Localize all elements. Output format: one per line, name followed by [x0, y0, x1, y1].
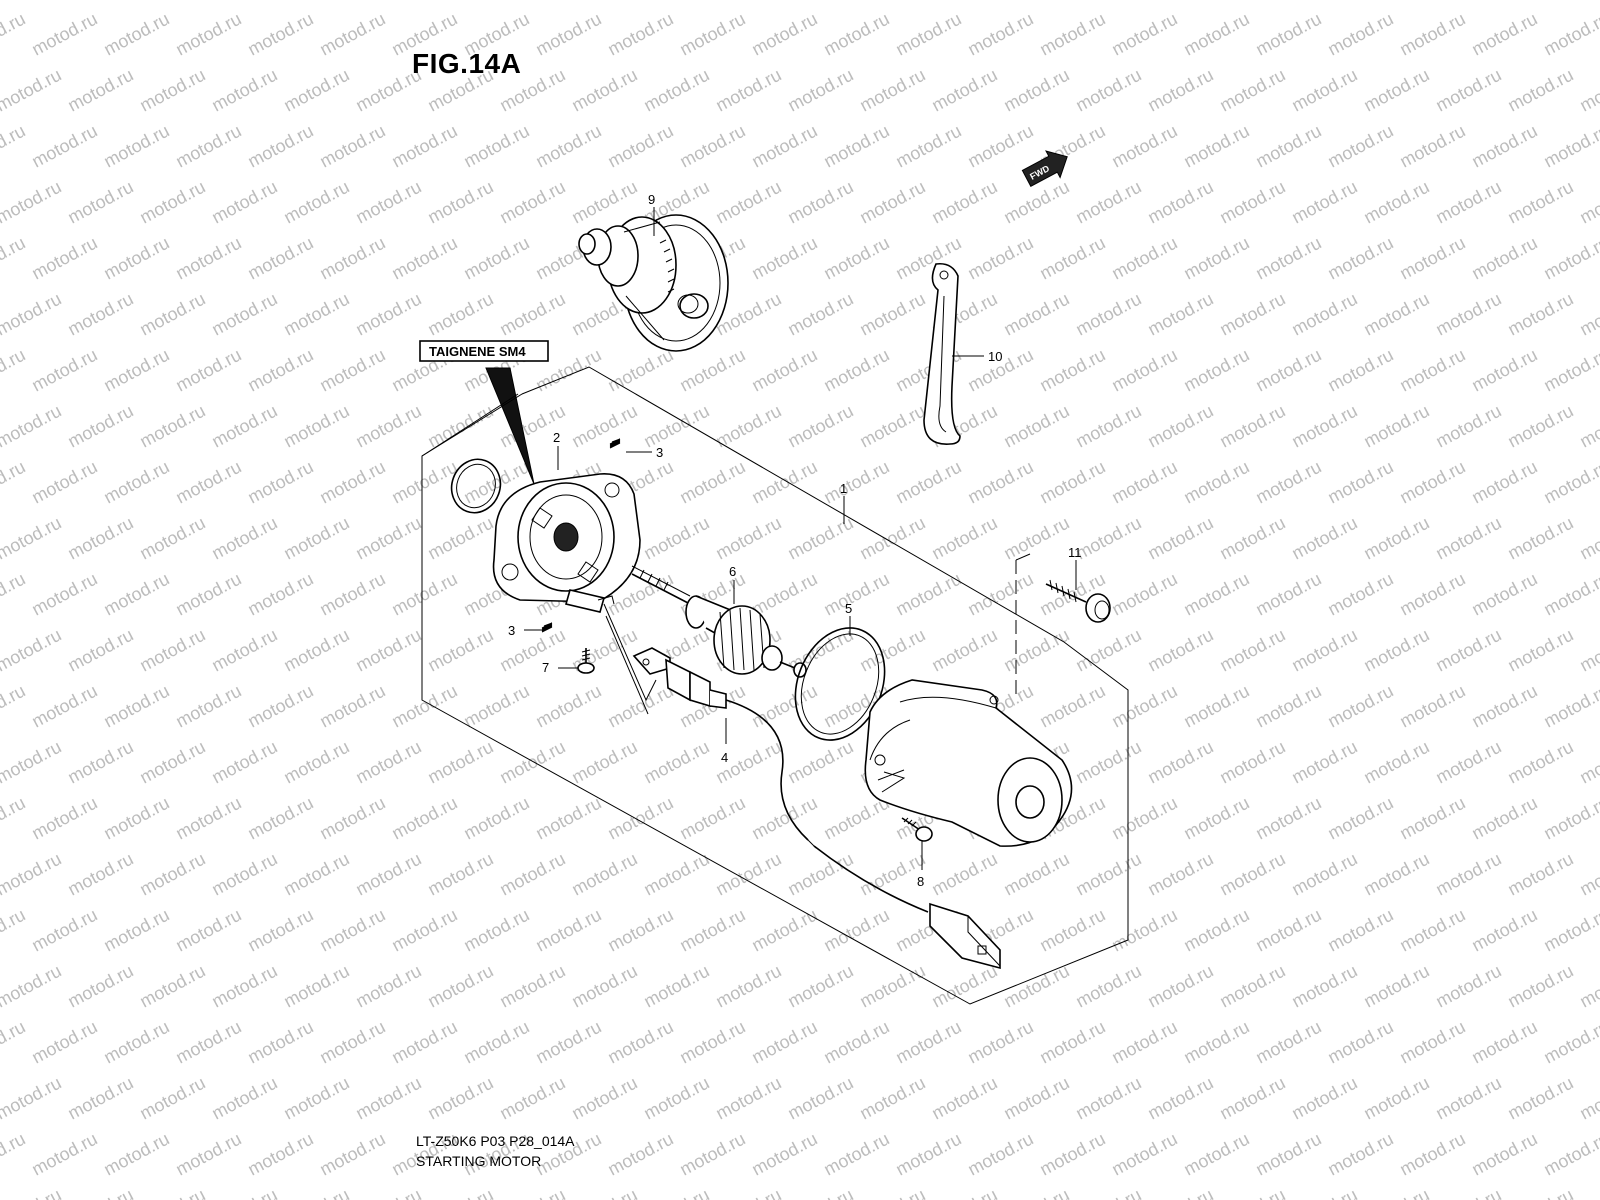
part-2-brush-holder	[492, 473, 641, 613]
part-7-screw	[577, 648, 595, 674]
callout-labels: 9 10 3 2 1 11 6 5 3 7 4 8	[508, 192, 1082, 889]
part-3-spring-lower	[541, 622, 553, 633]
callout-9: 9	[648, 192, 655, 207]
fwd-arrow-icon: FWD	[1021, 150, 1068, 187]
part-8-screw	[901, 817, 933, 842]
callout-7: 7	[542, 660, 549, 675]
part-1-motor-housing	[864, 553, 1073, 847]
callout-3-lower: 3	[508, 623, 515, 638]
lubricant-note: TAIGNENE SM4	[419, 340, 549, 485]
part-11-mounting-bolt	[1045, 579, 1111, 623]
callout-11: 11	[1068, 545, 1082, 560]
callout-8: 8	[917, 874, 924, 889]
leader-lines	[524, 207, 1077, 870]
lubricant-note-label: TAIGNENE SM4	[429, 344, 526, 359]
callout-4: 4	[721, 750, 728, 765]
part-9-starter-clutch	[578, 214, 729, 352]
callout-10: 10	[988, 349, 1002, 364]
assembly-outline	[421, 366, 1129, 1005]
part-4-lead-wire	[632, 647, 1001, 970]
part-3-spring-upper	[609, 438, 621, 449]
callout-2: 2	[553, 430, 560, 445]
callout-3-upper: 3	[656, 445, 663, 460]
callout-6: 6	[729, 564, 736, 579]
callout-1: 1	[840, 481, 847, 496]
o-ring-left	[450, 458, 502, 514]
figure-code: LT-Z50K6 P03 P28_014A	[416, 1133, 575, 1149]
figure-name: STARTING MOTOR	[416, 1153, 542, 1169]
callout-5: 5	[845, 601, 852, 616]
part-10-strap	[923, 262, 961, 445]
figure-title: FIG.14A	[412, 48, 522, 79]
